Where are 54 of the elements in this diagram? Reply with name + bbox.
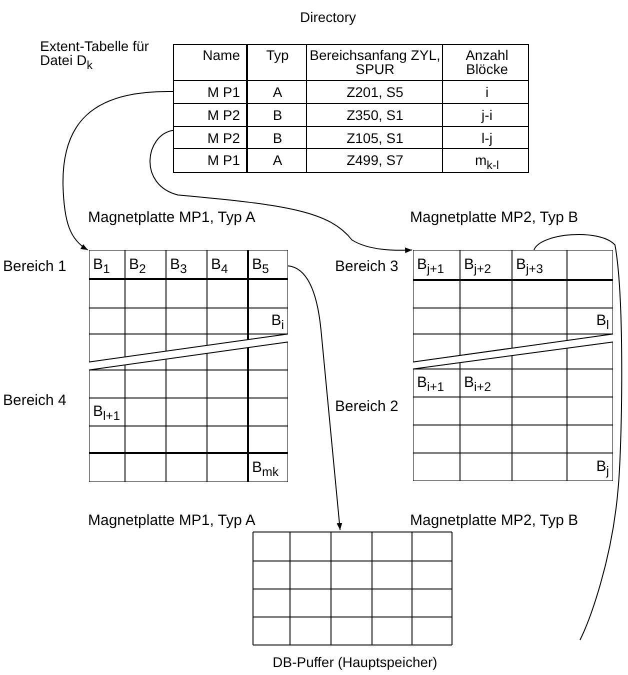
table-cell: Z499, S7 [308,149,443,172]
table-cell: Typ [249,45,307,80]
table-cell: B [249,104,307,126]
disk-caption: Magnetplatte MP1, Typ A [88,512,256,529]
grid-cell: B$_{j+1}$ [413,250,460,280]
connector-arrow [62,91,174,250]
grid-cell: B$_{2}$ [125,250,166,279]
table-cell-text: Anzahl Blöcke [464,46,510,79]
region-label: Bereich 4 [3,392,66,409]
table-cell: Z201, S5 [308,81,443,103]
table-row [173,44,529,80]
grid-cell: B$_{j}$ [567,453,613,481]
grid-cell: B$_{i}$ [248,308,288,334]
connector-arrow [150,130,413,254]
table-cell-text: l-j [480,129,494,148]
table-row [173,148,529,173]
connector-arrow [288,265,342,530]
region-label: Bereich 3 [335,258,398,275]
table-cell: A [249,81,307,103]
table-cell: M P2 [174,104,248,126]
table-cell: Name [174,45,248,80]
disk-caption: Magnetplatte MP2, Typ B [410,512,578,529]
region-label: Bereich 2 [335,398,398,415]
table-cell: M P1 [174,81,248,103]
grid-cell: B$_{l}$ [567,308,613,334]
buffer-label: DB-Puffer (Hauptspeicher) [272,654,438,670]
table-row [173,126,529,148]
table-caption: Extent-Tabelle für Datei D$_{k}$ [40,39,150,73]
grid-cell: B$_{3}$ [166,250,207,279]
table-cell-text: m$_{k-l}$ [474,151,500,172]
table-cell: Bereichsanfang ZYL, SPUR [308,45,443,80]
region-label: Bereich 1 [3,258,66,275]
grid-cell: B$_{i+1}$ [413,369,460,397]
disk-caption: Magnetplatte MP1, Typ A [88,209,256,226]
table-cell: Z105, S1 [308,127,443,148]
table-cell: Z350, S1 [308,104,443,126]
grid-cell: B$_{1}$ [89,250,125,279]
grid-cell: B$_{j+3}$ [512,250,567,280]
disk-caption: Magnetplatte MP2, Typ B [410,209,578,226]
grid-cell: B$_{mk}$ [248,453,288,482]
grid-cell: B$_{4}$ [207,250,248,279]
grid-cell: B$_{5}$ [248,250,288,279]
grid-cell: B$_{i+2}$ [460,369,512,397]
table-row [173,103,529,126]
table-cell-text: j-i [480,106,494,125]
table-cell: A [249,149,307,172]
table-cell: B [249,127,307,148]
grid-cell: B$_{l+1}$ [89,398,125,426]
table-row [173,80,529,103]
table-cell: M P1 [174,149,248,172]
table-cell-text: i [484,83,490,102]
table-cell: M P2 [174,127,248,148]
grid-cell: B$_{j+2}$ [460,250,512,280]
table-title: Directory [300,9,356,25]
